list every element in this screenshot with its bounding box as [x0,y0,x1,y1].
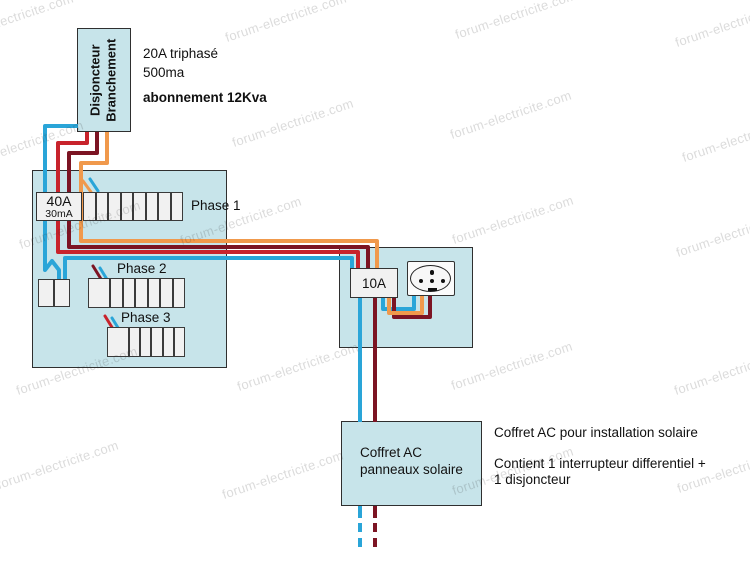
breaker-module [54,279,70,307]
phase3-label: Phase 3 [121,310,171,325]
tick-phase3-red [103,314,115,331]
solar-breaker-label: 10A [361,275,387,291]
breaker-module [140,327,152,357]
breaker-module [95,192,108,221]
neutral-terminal-block [38,279,70,307]
note-coffret-title: Coffret AC pour installation solaire [494,425,698,440]
differential-breaker-40a: 40A 30mA [36,192,82,221]
main-breaker-box: Disjoncteur Branchement [77,28,131,132]
wire-neutral-loop-to-socket [381,296,416,311]
wire-orange-loop-to-socket [387,296,424,315]
breaker-module [88,278,110,308]
breaker-module [38,279,54,307]
breaker-module [83,192,96,221]
breaker-module [110,278,123,308]
socket-pin-top [429,270,434,275]
note-500ma: 500ma [143,65,185,80]
differential-sensitivity: 30mA [45,207,73,220]
breaker-module [120,192,133,221]
wire-neutral-from-main-breaker [43,124,78,279]
note-abonnement: abonnement 12Kva [143,90,267,105]
breaker-module [107,327,129,357]
phase2-breaker-row [88,278,185,308]
breaker-module [162,327,174,357]
socket-earth-slot [427,288,437,291]
breaker-module [173,327,186,357]
breaker-module [133,192,146,221]
socket-pin-left [418,278,423,283]
tick-phase2-maroon [91,264,103,281]
breaker-module [158,192,171,221]
phase1-label: Phase 1 [191,198,241,213]
tick-phase1-orange [81,179,93,194]
three-phase-socket-icon [407,261,455,296]
solar-breaker-10a: 10A [350,268,398,298]
breaker-module [172,278,185,308]
coffret-ac-box: Coffret AC panneaux solaire [341,421,482,506]
breaker-module [170,192,183,221]
breaker-module [108,192,121,221]
breaker-module [122,278,135,308]
note-coffret-content-2: 1 disjoncteur [494,472,571,487]
breaker-module [147,278,160,308]
phase2-label: Phase 2 [117,261,167,276]
breaker-module [129,327,141,357]
wire-neutral-run-to-solar-panel [63,256,354,279]
breaker-module [135,278,148,308]
differential-amps: 40A [46,192,72,209]
breaker-module [145,192,158,221]
wire-maroon-loop-to-socket [392,296,432,319]
note-coffret-content-1: Contient 1 interrupteur differentiel + [494,456,706,471]
phase1-breaker-row [83,192,183,221]
socket-pin-right [440,278,445,283]
socket-face [410,264,451,292]
coffret-ac-label: Coffret AC panneaux solaire [360,445,463,477]
breaker-module [151,327,163,357]
breaker-module [160,278,173,308]
phase3-breaker-row [107,327,186,357]
note-20a-triphase: 20A triphasé [143,46,219,61]
socket-pin-center [429,278,434,283]
tick-phase1-blue [88,177,100,193]
